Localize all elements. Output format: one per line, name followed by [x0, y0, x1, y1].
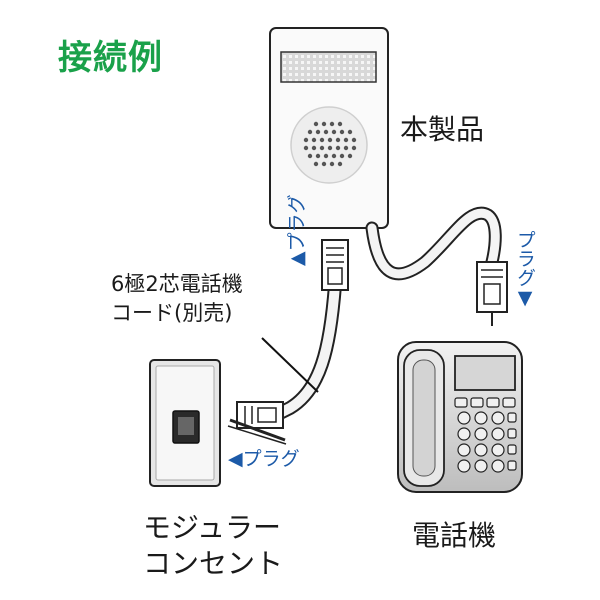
modular-jack [149, 359, 221, 487]
product-device [269, 27, 389, 229]
plug-connector-jack [227, 401, 287, 445]
display-screen [454, 355, 516, 391]
cord-label: 6極2芯電話機 コード(別売) [111, 270, 243, 328]
diagram-title: 接続例 [58, 38, 163, 78]
cord-label-line2: コード(別売) [111, 301, 233, 325]
jack-label-line2: コンセント [143, 547, 284, 580]
telephone-label: 電話機 [412, 519, 497, 552]
jack-label-line1: モジュラー [143, 511, 282, 544]
product-label: 本製品 [400, 113, 485, 146]
cord-to-phone [365, 206, 502, 281]
cord-leader-line [261, 337, 319, 393]
plug-connector-phone [476, 261, 508, 326]
keypad [454, 397, 517, 473]
plug-label-phone: プラグ▼ [514, 230, 536, 309]
cord-to-jack [255, 278, 342, 429]
plug-label-device: ▲プラグ [286, 194, 308, 266]
telephone [397, 341, 523, 493]
plug-label-jack: ◀プラグ [228, 448, 300, 470]
modular-jack-label: モジュラー コンセント [143, 510, 283, 582]
cord-label-line1: 6極2芯電話機 [111, 272, 243, 296]
plug-connector-device [321, 239, 349, 291]
speaker-holes [303, 121, 357, 167]
